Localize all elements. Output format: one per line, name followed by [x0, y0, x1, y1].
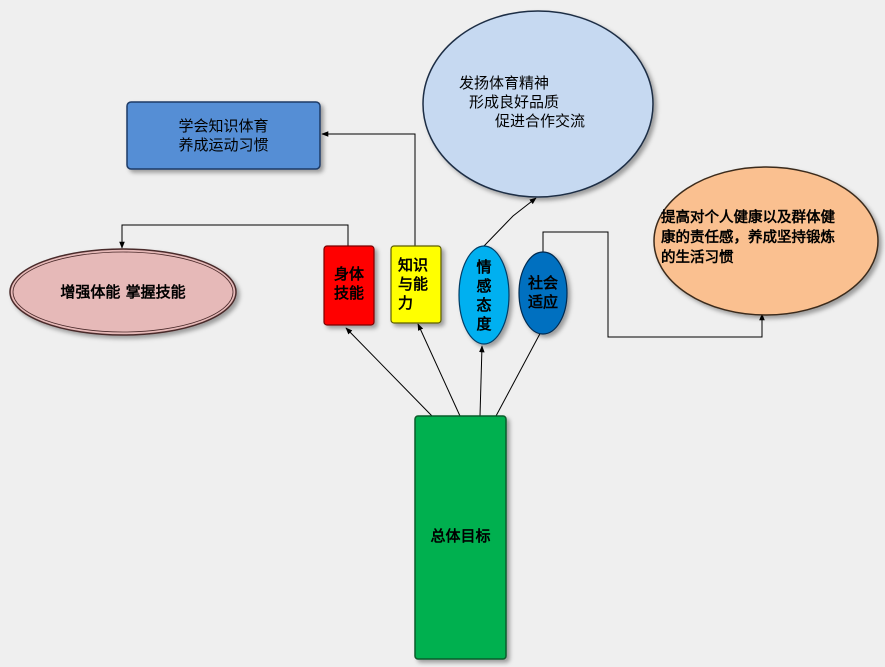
total-goal-label: 总体目标 — [430, 527, 491, 545]
knowledge-ability-label: 知识 与能 力 — [398, 256, 442, 313]
spirit-line-2: 形成良好品质 — [469, 93, 560, 111]
spirit-line-3: 促进合作交流 — [495, 112, 586, 130]
arrow-total-to-physical — [345, 327, 433, 417]
physical-skill-line-2: 技能 — [333, 284, 364, 302]
health-responsibility-label: 提高对个人健康以及群体健 康的责任感，养成坚持锻炼 的生活习惯 — [661, 208, 876, 268]
health-responsibility-line-3: 的生活习惯 — [661, 250, 734, 266]
physical-skill-label: 身体 技能 — [324, 265, 374, 303]
learn-knowledge-label: 学会知识体育 养成运动习惯 — [127, 117, 320, 155]
arrow-social-to-health — [542, 231, 765, 338]
social-adaptation-label: 社会 适应 — [521, 274, 565, 312]
spirit-line-1: 发扬体育精神 — [459, 74, 550, 92]
knowledge-ability-line-1: 知识 — [398, 256, 429, 274]
emotion-attitude-line-1: 情 — [476, 258, 492, 276]
arrow-physical-to-strengthen — [119, 224, 349, 249]
physical-skill-line-1: 身体 — [333, 265, 364, 283]
emotion-attitude-line-3: 态 — [476, 296, 492, 314]
arrow-total-to-knowledge — [417, 323, 461, 417]
health-responsibility-line-1: 提高对个人健康以及群体健 — [661, 210, 835, 226]
strengthen-physique-ellipse — [9, 248, 237, 336]
arrow-total-to-emotion — [479, 345, 485, 417]
health-responsibility-line-2: 康的责任感，养成坚持锻炼 — [661, 230, 835, 246]
knowledge-ability-box — [390, 245, 442, 324]
health-responsibility-ellipse — [653, 166, 879, 316]
social-adaptation-line-1: 社会 — [527, 274, 558, 292]
learn-knowledge-box — [126, 101, 321, 170]
total-goal-box — [414, 415, 507, 660]
spirit-ellipse — [422, 10, 654, 198]
knowledge-ability-line-2: 与能 — [398, 275, 429, 293]
emotion-attitude-line-4: 度 — [476, 315, 492, 333]
emotion-attitude-ellipse — [458, 245, 510, 345]
learn-knowledge-line-2: 养成运动习惯 — [178, 136, 269, 154]
arrow-knowledge-to-learn — [321, 131, 416, 246]
strengthen-physique-inner-ring — [12, 251, 234, 333]
emotion-attitude-label: 情 感 态 度 — [469, 258, 499, 334]
strengthen-physique-label: 增强体能 掌握技能 — [60, 283, 186, 301]
knowledge-ability-line-3: 力 — [398, 294, 414, 312]
arrow-emotion-to-spirit — [483, 197, 537, 247]
spirit-label: 发扬体育精神 形成良好品质 促进合作交流 — [459, 74, 619, 131]
arrow-total-to-social — [495, 327, 544, 417]
social-adaptation-line-2: 适应 — [527, 293, 558, 311]
emotion-attitude-line-2: 感 — [476, 277, 492, 295]
learn-knowledge-line-1: 学会知识体育 — [178, 117, 269, 135]
physical-skill-box — [323, 245, 375, 326]
connectors — [119, 131, 765, 417]
social-adaptation-ellipse — [518, 251, 568, 335]
